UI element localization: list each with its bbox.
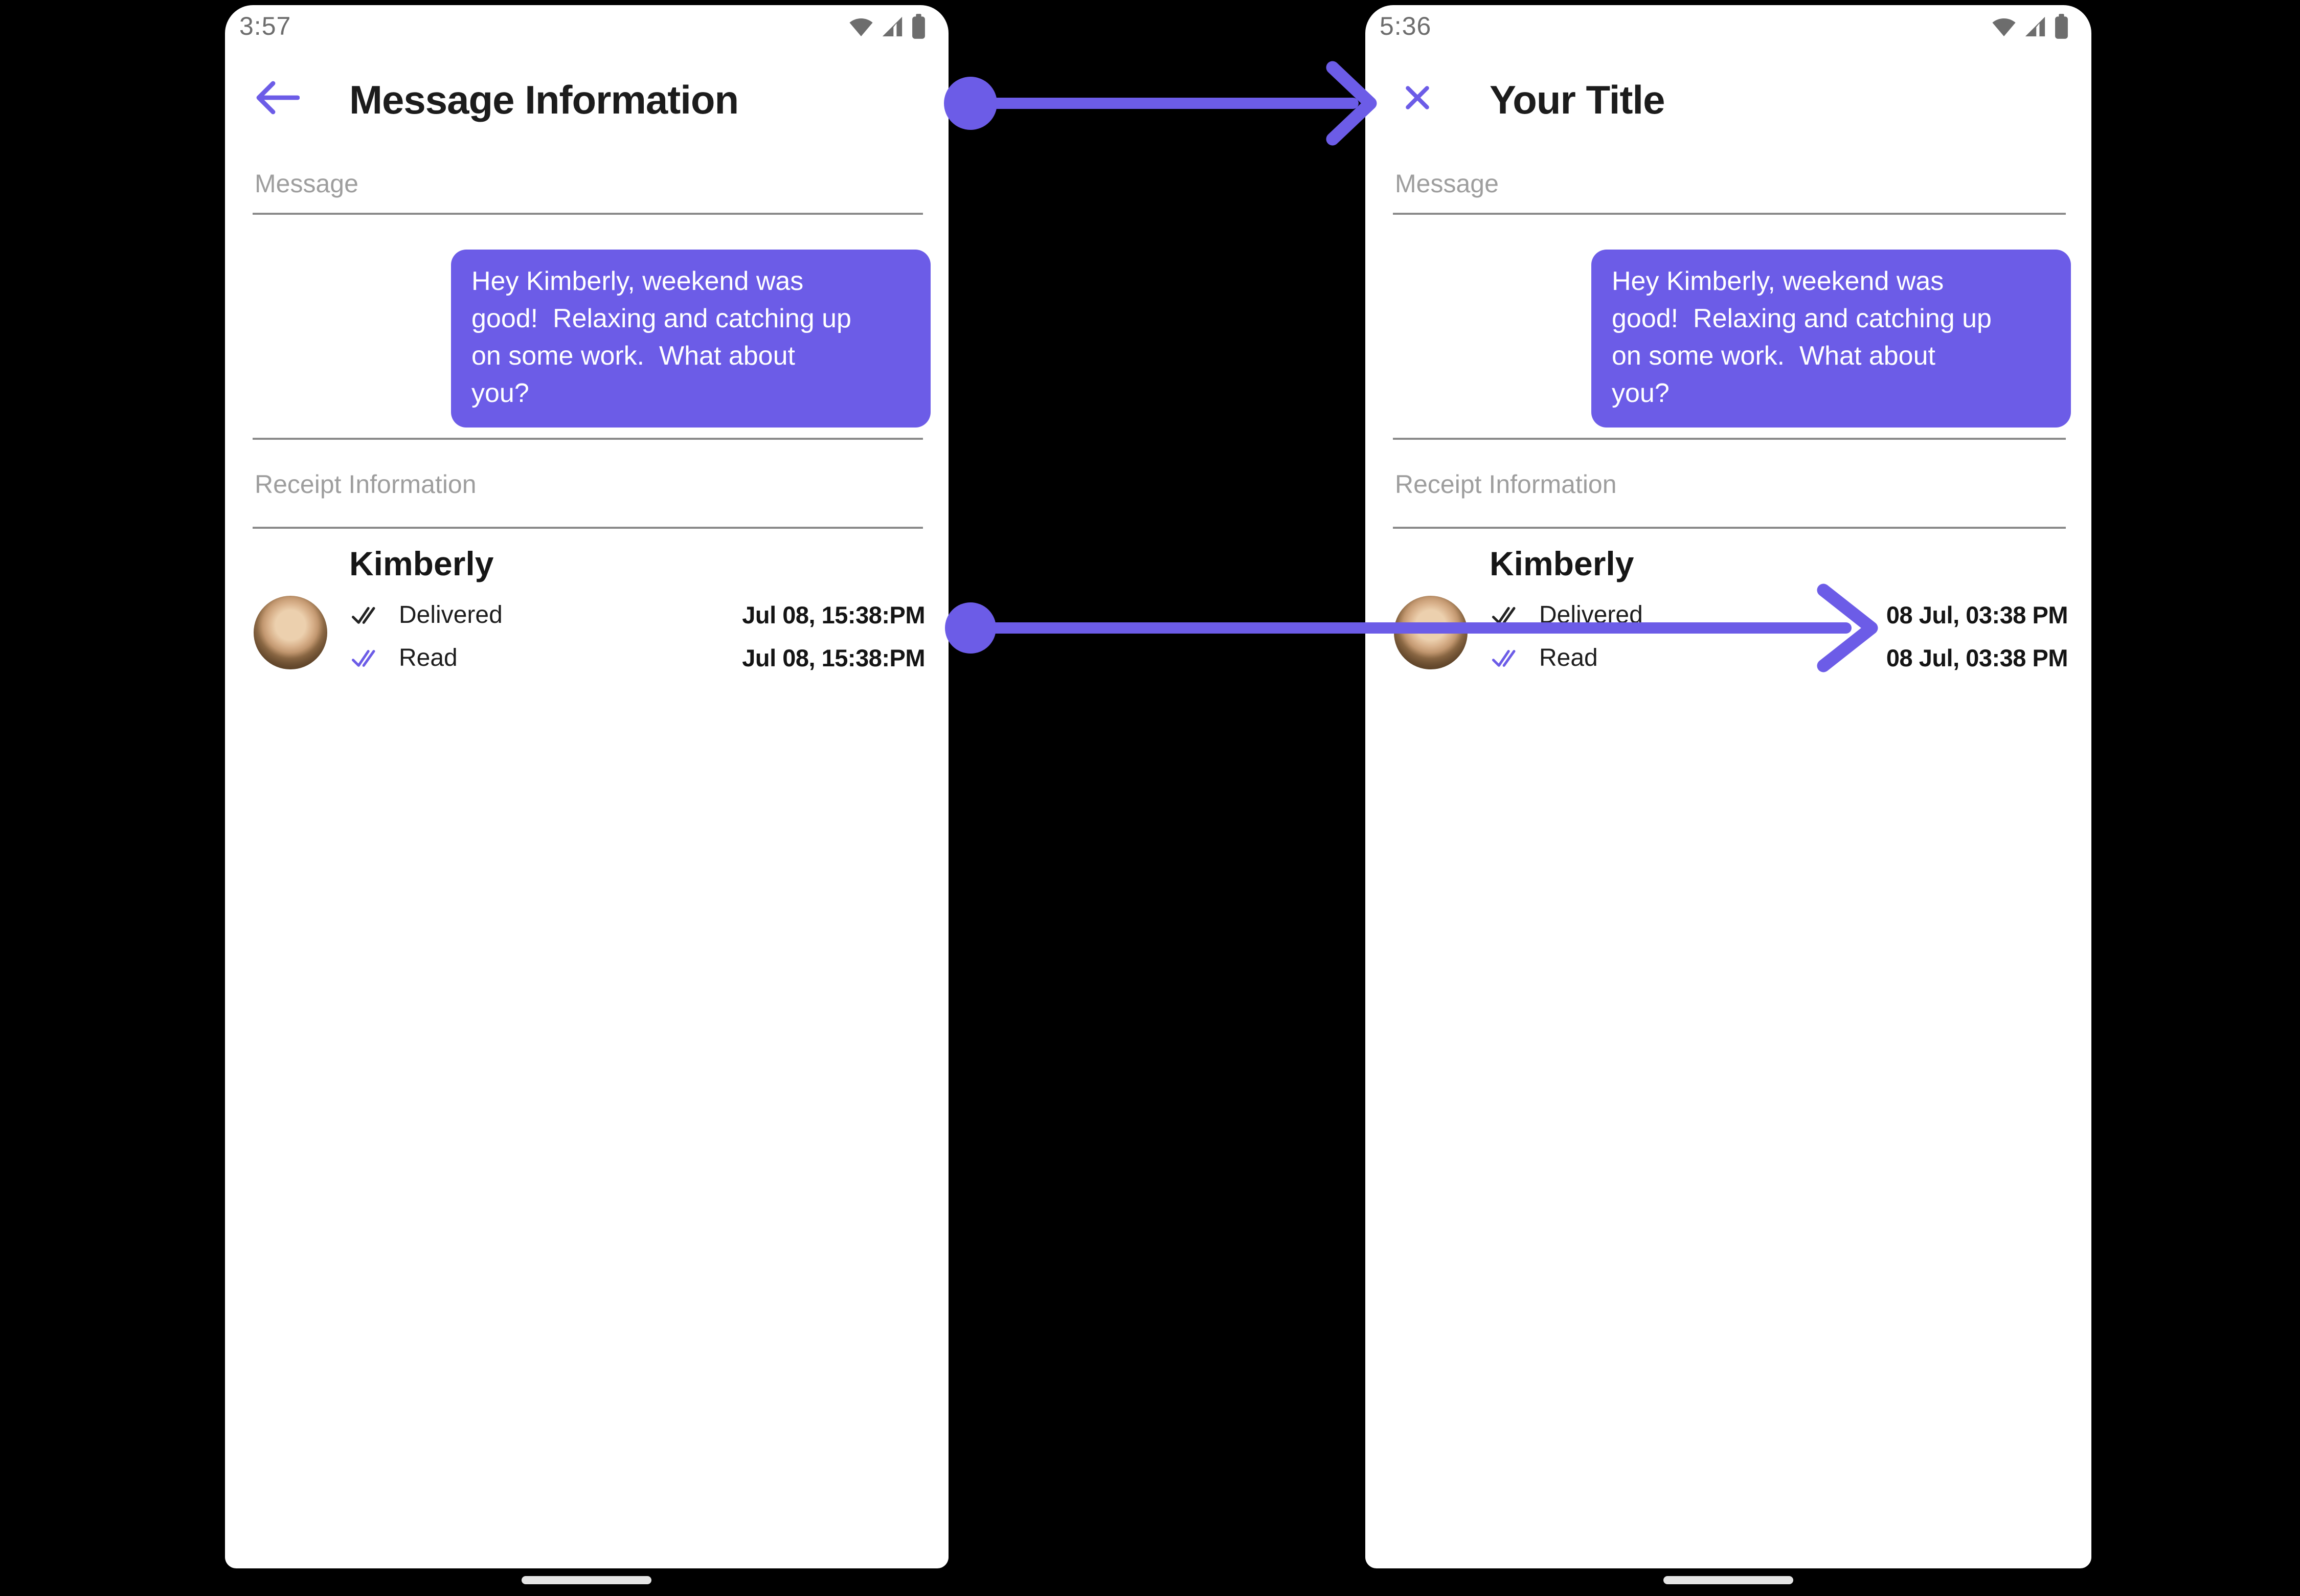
wifi-icon <box>849 18 873 36</box>
receipt-section-label: Receipt Information <box>255 470 477 499</box>
divider <box>1393 213 2066 215</box>
message-section-label: Message <box>1395 169 1499 198</box>
back-button[interactable] <box>253 76 302 120</box>
status-icons <box>849 13 926 40</box>
read-status-label: Read <box>399 644 458 671</box>
delivered-timestamp: Jul 08, 15:38:PM <box>742 601 925 628</box>
delivered-row: Delivered Jul 08, 15:38:PM <box>225 599 949 632</box>
left-phone-screen: 3:57 Message Information Message Hey Kim… <box>225 5 949 1568</box>
battery-icon <box>912 14 925 39</box>
double-check-icon <box>351 649 375 667</box>
arrow-head <box>1817 583 1878 672</box>
contact-avatar <box>254 596 327 669</box>
battery-icon <box>2055 14 2068 39</box>
status-time: 3:57 <box>239 12 291 40</box>
arrow-head <box>1326 61 1377 146</box>
read-status-label: Read <box>1539 644 1598 671</box>
contact-name: Kimberly <box>1490 545 1634 582</box>
back-arrow-icon <box>256 81 300 115</box>
message-bubble: Hey Kimberly, weekend was good! Relaxing… <box>1591 250 2071 428</box>
receipt-section-label: Receipt Information <box>1395 470 1617 499</box>
home-indicator[interactable] <box>1663 1576 1793 1584</box>
close-icon <box>1406 86 1429 109</box>
page-title: Your Title <box>1490 77 1665 122</box>
double-check-icon <box>1492 649 1516 667</box>
contact-name: Kimberly <box>349 545 494 582</box>
delivered-status-label: Delivered <box>399 601 503 628</box>
status-icons <box>1992 13 2069 40</box>
page-title: Message Information <box>349 77 739 122</box>
read-timestamp: Jul 08, 15:38:PM <box>742 644 925 671</box>
divider <box>1393 527 2066 529</box>
cell-signal-icon <box>2025 16 2045 37</box>
home-indicator[interactable] <box>522 1576 651 1584</box>
message-bubble: Hey Kimberly, weekend was good! Relaxing… <box>451 250 931 428</box>
read-row: Read 08 Jul, 03:38 PM <box>1365 642 2091 675</box>
close-button[interactable] <box>1393 76 1442 120</box>
wifi-icon <box>1992 18 2016 36</box>
delivered-timestamp: 08 Jul, 03:38 PM <box>1886 601 2068 628</box>
message-section-label: Message <box>255 169 358 198</box>
annotation-arrow-header <box>944 61 1377 146</box>
divider <box>253 213 923 215</box>
read-timestamp: 08 Jul, 03:38 PM <box>1886 644 2068 671</box>
read-row: Read Jul 08, 15:38:PM <box>225 642 949 675</box>
divider <box>253 438 923 440</box>
divider <box>1393 438 2066 440</box>
double-check-icon <box>351 606 375 624</box>
annotation-arrow-timestamps <box>945 583 1878 672</box>
divider <box>253 527 923 529</box>
cell-signal-icon <box>882 16 903 37</box>
right-phone-screen: 5:36 Your Title Message Hey Kimberly, we… <box>1365 5 2091 1568</box>
status-time: 5:36 <box>1380 12 1432 40</box>
